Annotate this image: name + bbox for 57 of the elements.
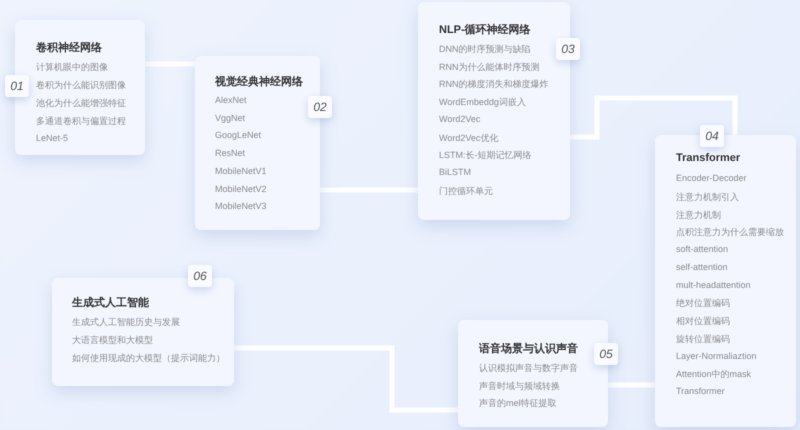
topic-item: 声音的mel特征提取 xyxy=(479,397,557,410)
connector-line xyxy=(608,382,655,388)
topic-item: self-attention xyxy=(676,262,728,272)
topic-item: DNN的时序预测与缺陷 xyxy=(439,43,530,56)
topic-item: LSTM:长-短期记忆网络 xyxy=(439,149,532,162)
topic-item: soft-attention xyxy=(676,244,728,254)
topic-item: Word2Vec xyxy=(439,114,480,124)
topic-item: 多通道卷积与偏置过程 xyxy=(36,115,126,128)
connector-line xyxy=(320,188,418,192)
topic-item: 池化为什么能增强特征 xyxy=(36,97,126,110)
topic-item: 计算机眼中的图像 xyxy=(36,61,108,74)
topic-item: 大语言模型和大模型 xyxy=(72,334,153,347)
topic-item: LeNet-5 xyxy=(36,133,68,143)
topic-item: BiLSTM xyxy=(439,166,472,177)
topic-item: 声音时域与频域转换 xyxy=(479,380,560,393)
connector-line xyxy=(145,62,195,66)
topic-item: 旋转位置编码 xyxy=(676,332,730,346)
card-title: 生成式人工智能 xyxy=(72,296,149,310)
topic-item: 生成式人工智能历史与发展 xyxy=(72,316,180,329)
topic-item: mult-headattention xyxy=(676,280,751,290)
topic-item: 绝对位置编码 xyxy=(676,297,730,310)
topic-item: RNN的梯度消失和梯度爆炸 xyxy=(439,78,548,92)
topic-item: RNN为什么能体时序预测 xyxy=(439,60,540,74)
card-title: 语音场景与认识声音 xyxy=(479,342,578,356)
topic-item: VggNet xyxy=(215,112,246,123)
card-title: 卷积神经网络 xyxy=(36,40,102,55)
topic-item: 如何使用现成的大模型（提示词能力） xyxy=(72,352,225,365)
connector-line xyxy=(570,96,738,140)
number-badge: 02 xyxy=(308,96,332,118)
connector-line xyxy=(234,346,458,412)
topic-item: Encoder-Decoder xyxy=(676,173,747,183)
topic-item: WordEmbeddg词嵌入 xyxy=(439,96,526,110)
card-title: 视觉经典神经网络 xyxy=(215,74,303,89)
number-badge: 03 xyxy=(556,38,580,60)
topic-item: AlexNet xyxy=(215,95,247,105)
topic-item: 门控循环单元 xyxy=(439,184,493,198)
topic-item: 相对位置编码 xyxy=(676,315,730,328)
card-title: Transformer xyxy=(676,152,740,164)
number-badge: 04 xyxy=(700,125,724,147)
topic-item: 认识模拟声音与数字声音 xyxy=(479,362,578,375)
topic-item: GoogLeNet xyxy=(215,130,262,140)
topic-item: ResNet xyxy=(215,148,246,158)
topic-item: MobileNetV3 xyxy=(215,201,267,212)
number-badge: 06 xyxy=(188,265,212,287)
topic-item: MobileNetV1 xyxy=(215,166,267,176)
topic-item: Attention中的mask xyxy=(676,368,752,382)
topic-item: MobileNetV2 xyxy=(215,184,267,194)
card-title: NLP-循环神经网络 xyxy=(439,22,531,37)
topic-item: Transformer xyxy=(676,386,725,396)
number-badge: 05 xyxy=(594,343,618,365)
topic-item: 注意力机制 xyxy=(676,208,721,222)
topic-item: Layer-Normaliaztion xyxy=(676,350,757,360)
topic-item: 点积注意力为什么需要缩放 xyxy=(676,226,784,240)
topic-item: 卷积为什么能识别图像 xyxy=(36,79,126,92)
number-badge: 01 xyxy=(5,75,29,97)
topic-item: 注意力机制引入 xyxy=(676,190,739,204)
topic-item: Word2Vec优化 xyxy=(439,132,498,144)
